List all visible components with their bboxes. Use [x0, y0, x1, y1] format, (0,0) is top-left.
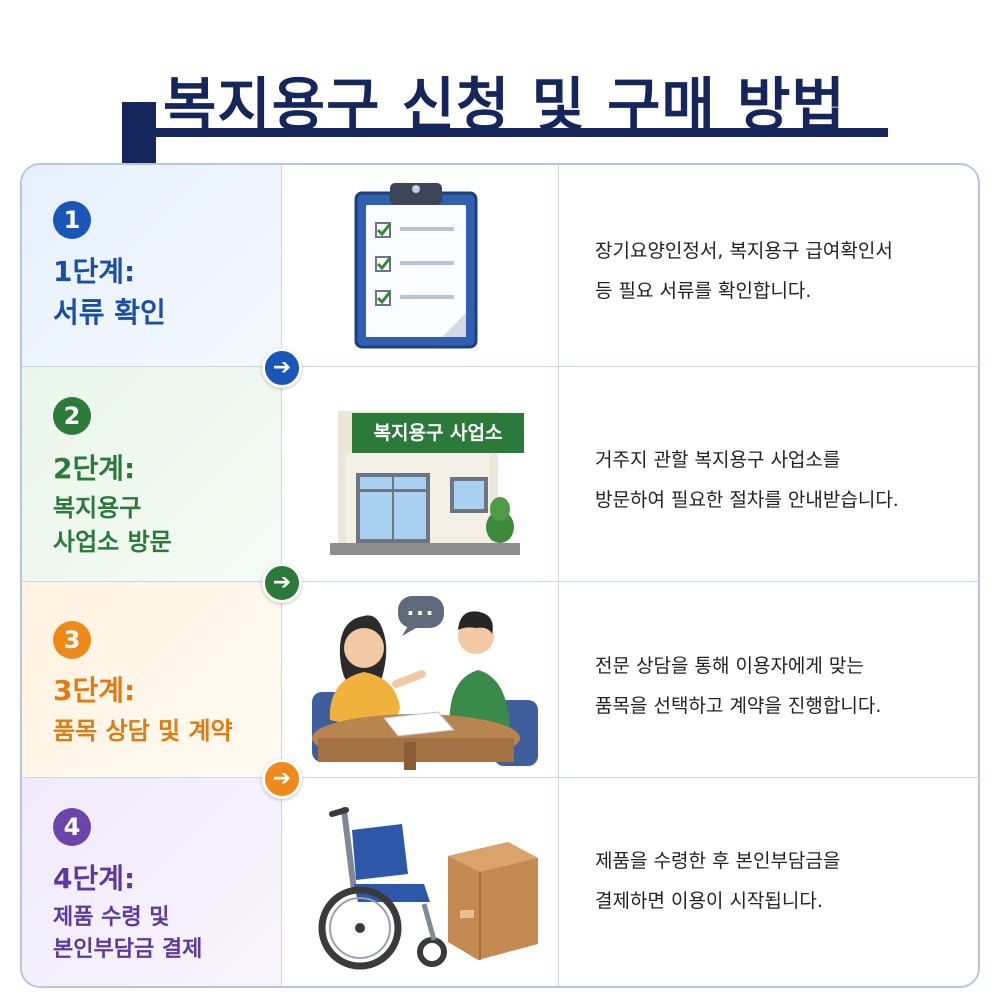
step-4-description-line-1: 제품을 수령한 후 본인부담금을: [595, 850, 841, 872]
step-1-illustration-cell: [282, 165, 559, 366]
step-2-illustration-cell: 복지용구 사업소: [282, 367, 559, 581]
step-1-title: 서류 확인: [53, 296, 166, 329]
step-3-description-cell: 전문 상담을 통해 이용자에게 맞는 품목을 선택하고 계약을 진행합니다.: [559, 582, 978, 777]
step-1-description-cell: 장기요양인정서, 복지용구 급여확인서 등 필요 서류를 확인합니다.: [559, 165, 978, 366]
step-1-label: 1단계:: [53, 255, 136, 288]
speech-bubble-text: ...: [406, 596, 436, 620]
step-2-description-line-1: 거주지 관할 복지용구 사업소를: [595, 449, 841, 471]
step-row-4: 4 4단계: 제품 수령 및 본인부담금 결제 제: [22, 778, 978, 986]
wheelchair-box-icon: [318, 807, 538, 970]
step-row-2: 2 2단계: 복지용구 사업소 방문 복지용구 사업소 거주지 관할 복지: [22, 367, 978, 582]
steps-card: 1 1단계: 서류 확인: [20, 163, 980, 988]
header: 복지용구 신청 및 구매 방법: [0, 0, 1000, 170]
step-1-description-line-1: 장기요양인정서, 복지용구 급여확인서: [595, 240, 893, 262]
step-4-illustration-cell: [282, 778, 559, 986]
step-1-description-line-2: 등 필요 서류를 확인합니다.: [595, 280, 812, 302]
consultation-icon: [312, 596, 538, 770]
step-4-description-line-2: 결제하면 이용이 시작됩니다.: [595, 890, 823, 912]
step-2-title-line-1: 복지용구: [53, 494, 142, 522]
step-3-label-cell: 3 3단계: 품목 상담 및 계약: [22, 582, 282, 777]
step-3-description-line-1: 전문 상담을 통해 이용자에게 맞는: [595, 655, 864, 677]
step-arrow-icon: ➔: [262, 563, 302, 603]
step-4-label: 4단계:: [53, 862, 136, 895]
step-arrow-icon: ➔: [262, 759, 302, 799]
step-3-description-line-2: 품목을 선택하고 계약을 진행합니다.: [595, 695, 882, 717]
clipboard-checklist-icon: [354, 183, 478, 349]
page-title: 복지용구 신청 및 구매 방법: [163, 71, 846, 139]
title-underline: [150, 128, 888, 137]
step-4-label-cell: 4 4단계: 제품 수령 및 본인부담금 결제: [22, 778, 282, 986]
step-4-title-line-1: 제품 수령 및: [53, 905, 170, 930]
step-2-label-cell: 2 2단계: 복지용구 사업소 방문: [22, 367, 282, 581]
step-3-illustration-cell: ...: [282, 582, 559, 777]
step-2-label: 2단계:: [53, 452, 136, 485]
step-2-number-badge: 2: [53, 397, 91, 435]
step-2-description-cell: 거주지 관할 복지용구 사업소를 방문하여 필요한 절차를 안내받습니다.: [559, 367, 978, 581]
step-3-label: 3단계:: [53, 674, 136, 707]
step-row-3: 3 3단계: 품목 상담 및 계약 ...: [22, 582, 978, 778]
step-2-title-line-2: 사업소 방문: [53, 528, 172, 556]
store-sign: 복지용구 사업소: [352, 413, 524, 453]
step-arrow-icon: ➔: [262, 348, 302, 388]
step-4-title-line-2: 본인부담금 결제: [53, 937, 203, 962]
step-4-description-cell: 제품을 수령한 후 본인부담금을 결제하면 이용이 시작됩니다.: [559, 778, 978, 986]
step-4-number-badge: 4: [53, 808, 91, 846]
step-1-label-cell: 1 1단계: 서류 확인: [22, 165, 282, 366]
step-3-title: 품목 상담 및 계약: [53, 717, 233, 745]
step-row-1: 1 1단계: 서류 확인: [22, 165, 978, 367]
step-1-number-badge: 1: [53, 201, 91, 239]
step-3-number-badge: 3: [53, 621, 91, 659]
step-2-description-line-2: 방문하여 필요한 절차를 안내받습니다.: [595, 489, 899, 511]
